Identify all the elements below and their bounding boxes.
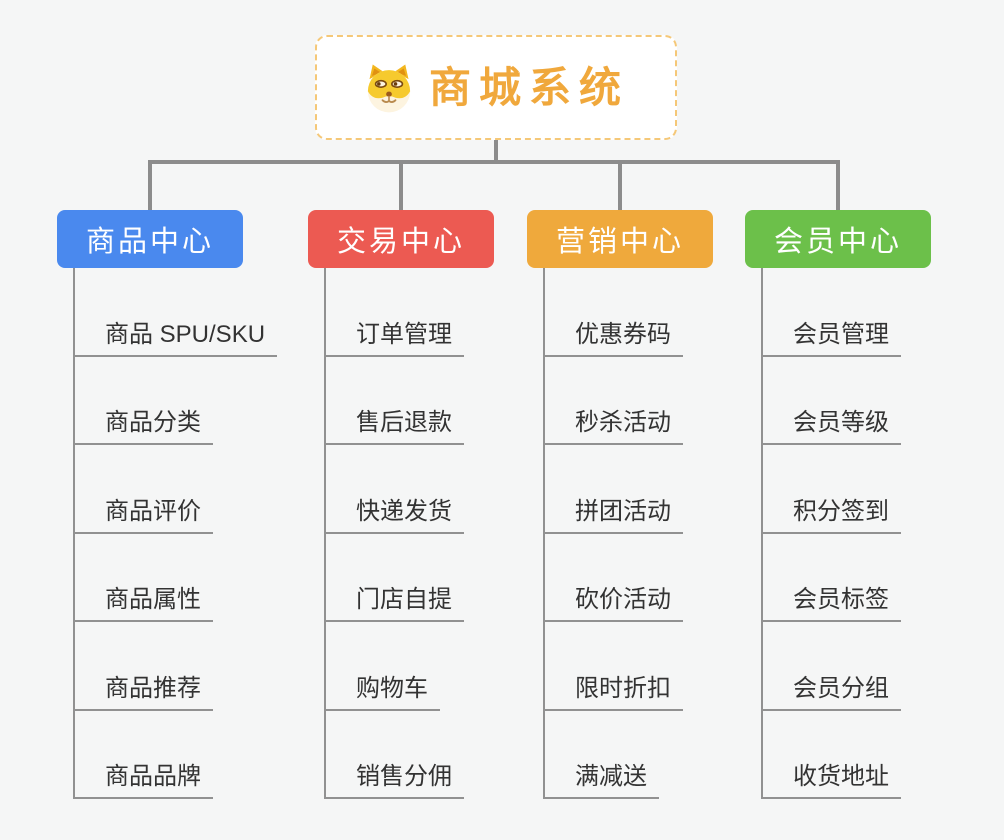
branch-node-marketing[interactable]: 营销中心 xyxy=(527,210,713,268)
leaf-node[interactable]: 积分签到 xyxy=(763,445,901,534)
leaf-node[interactable]: 满减送 xyxy=(545,711,659,799)
leaf-column-products: 商品 SPU/SKU 商品分类 商品评价 商品属性 商品推荐 商品品牌 xyxy=(73,268,278,799)
leaf-node[interactable]: 会员管理 xyxy=(763,268,901,357)
connector-drop-products xyxy=(148,160,152,212)
leaf-node[interactable]: 会员等级 xyxy=(763,357,901,445)
leaf-node[interactable]: 购物车 xyxy=(326,622,440,711)
connector-horizontal xyxy=(148,160,840,164)
leaf-node[interactable]: 商品评价 xyxy=(75,445,213,534)
leaf-node[interactable]: 秒杀活动 xyxy=(545,357,683,445)
root-title: 商城系统 xyxy=(428,63,629,111)
leaf-node[interactable]: 收货地址 xyxy=(763,711,901,799)
connector-drop-member xyxy=(836,160,840,212)
leaf-node[interactable]: 订单管理 xyxy=(326,268,464,357)
branch-node-member[interactable]: 会员中心 xyxy=(745,210,931,268)
leaf-node[interactable]: 商品品牌 xyxy=(75,711,213,799)
branch-node-trade[interactable]: 交易中心 xyxy=(308,210,494,268)
leaf-node[interactable]: 销售分佣 xyxy=(326,711,464,799)
leaf-node[interactable]: 商品 SPU/SKU xyxy=(75,268,278,357)
leaf-node[interactable]: 快递发货 xyxy=(326,445,464,534)
leaf-node[interactable]: 砍价活动 xyxy=(545,534,683,622)
leaf-node[interactable]: 优惠券码 xyxy=(545,268,683,357)
leaf-column-member: 会员管理 会员等级 积分签到 会员标签 会员分组 收货地址 xyxy=(761,268,901,799)
leaf-node[interactable]: 拼团活动 xyxy=(545,445,683,534)
connector-drop-trade xyxy=(399,160,403,212)
leaf-column-trade: 订单管理 售后退款 快递发货 门店自提 购物车 销售分佣 xyxy=(324,268,464,799)
connector-drop-marketing xyxy=(618,160,622,212)
leaf-node[interactable]: 商品推荐 xyxy=(75,622,213,711)
shiba-doge-icon xyxy=(363,62,415,114)
leaf-column-marketing: 优惠券码 秒杀活动 拼团活动 砍价活动 限时折扣 满减送 xyxy=(543,268,683,799)
connector-root-stub xyxy=(494,138,498,162)
leaf-node[interactable]: 商品属性 xyxy=(75,534,213,622)
leaf-node[interactable]: 门店自提 xyxy=(326,534,464,622)
leaf-node[interactable]: 会员标签 xyxy=(763,534,901,622)
leaf-node[interactable]: 会员分组 xyxy=(763,622,901,711)
branch-node-products[interactable]: 商品中心 xyxy=(57,210,243,268)
leaf-node[interactable]: 售后退款 xyxy=(326,357,464,445)
leaf-node[interactable]: 商品分类 xyxy=(75,357,213,445)
leaf-node[interactable]: 限时折扣 xyxy=(545,622,683,711)
root-node[interactable]: 商城系统 xyxy=(315,35,677,140)
